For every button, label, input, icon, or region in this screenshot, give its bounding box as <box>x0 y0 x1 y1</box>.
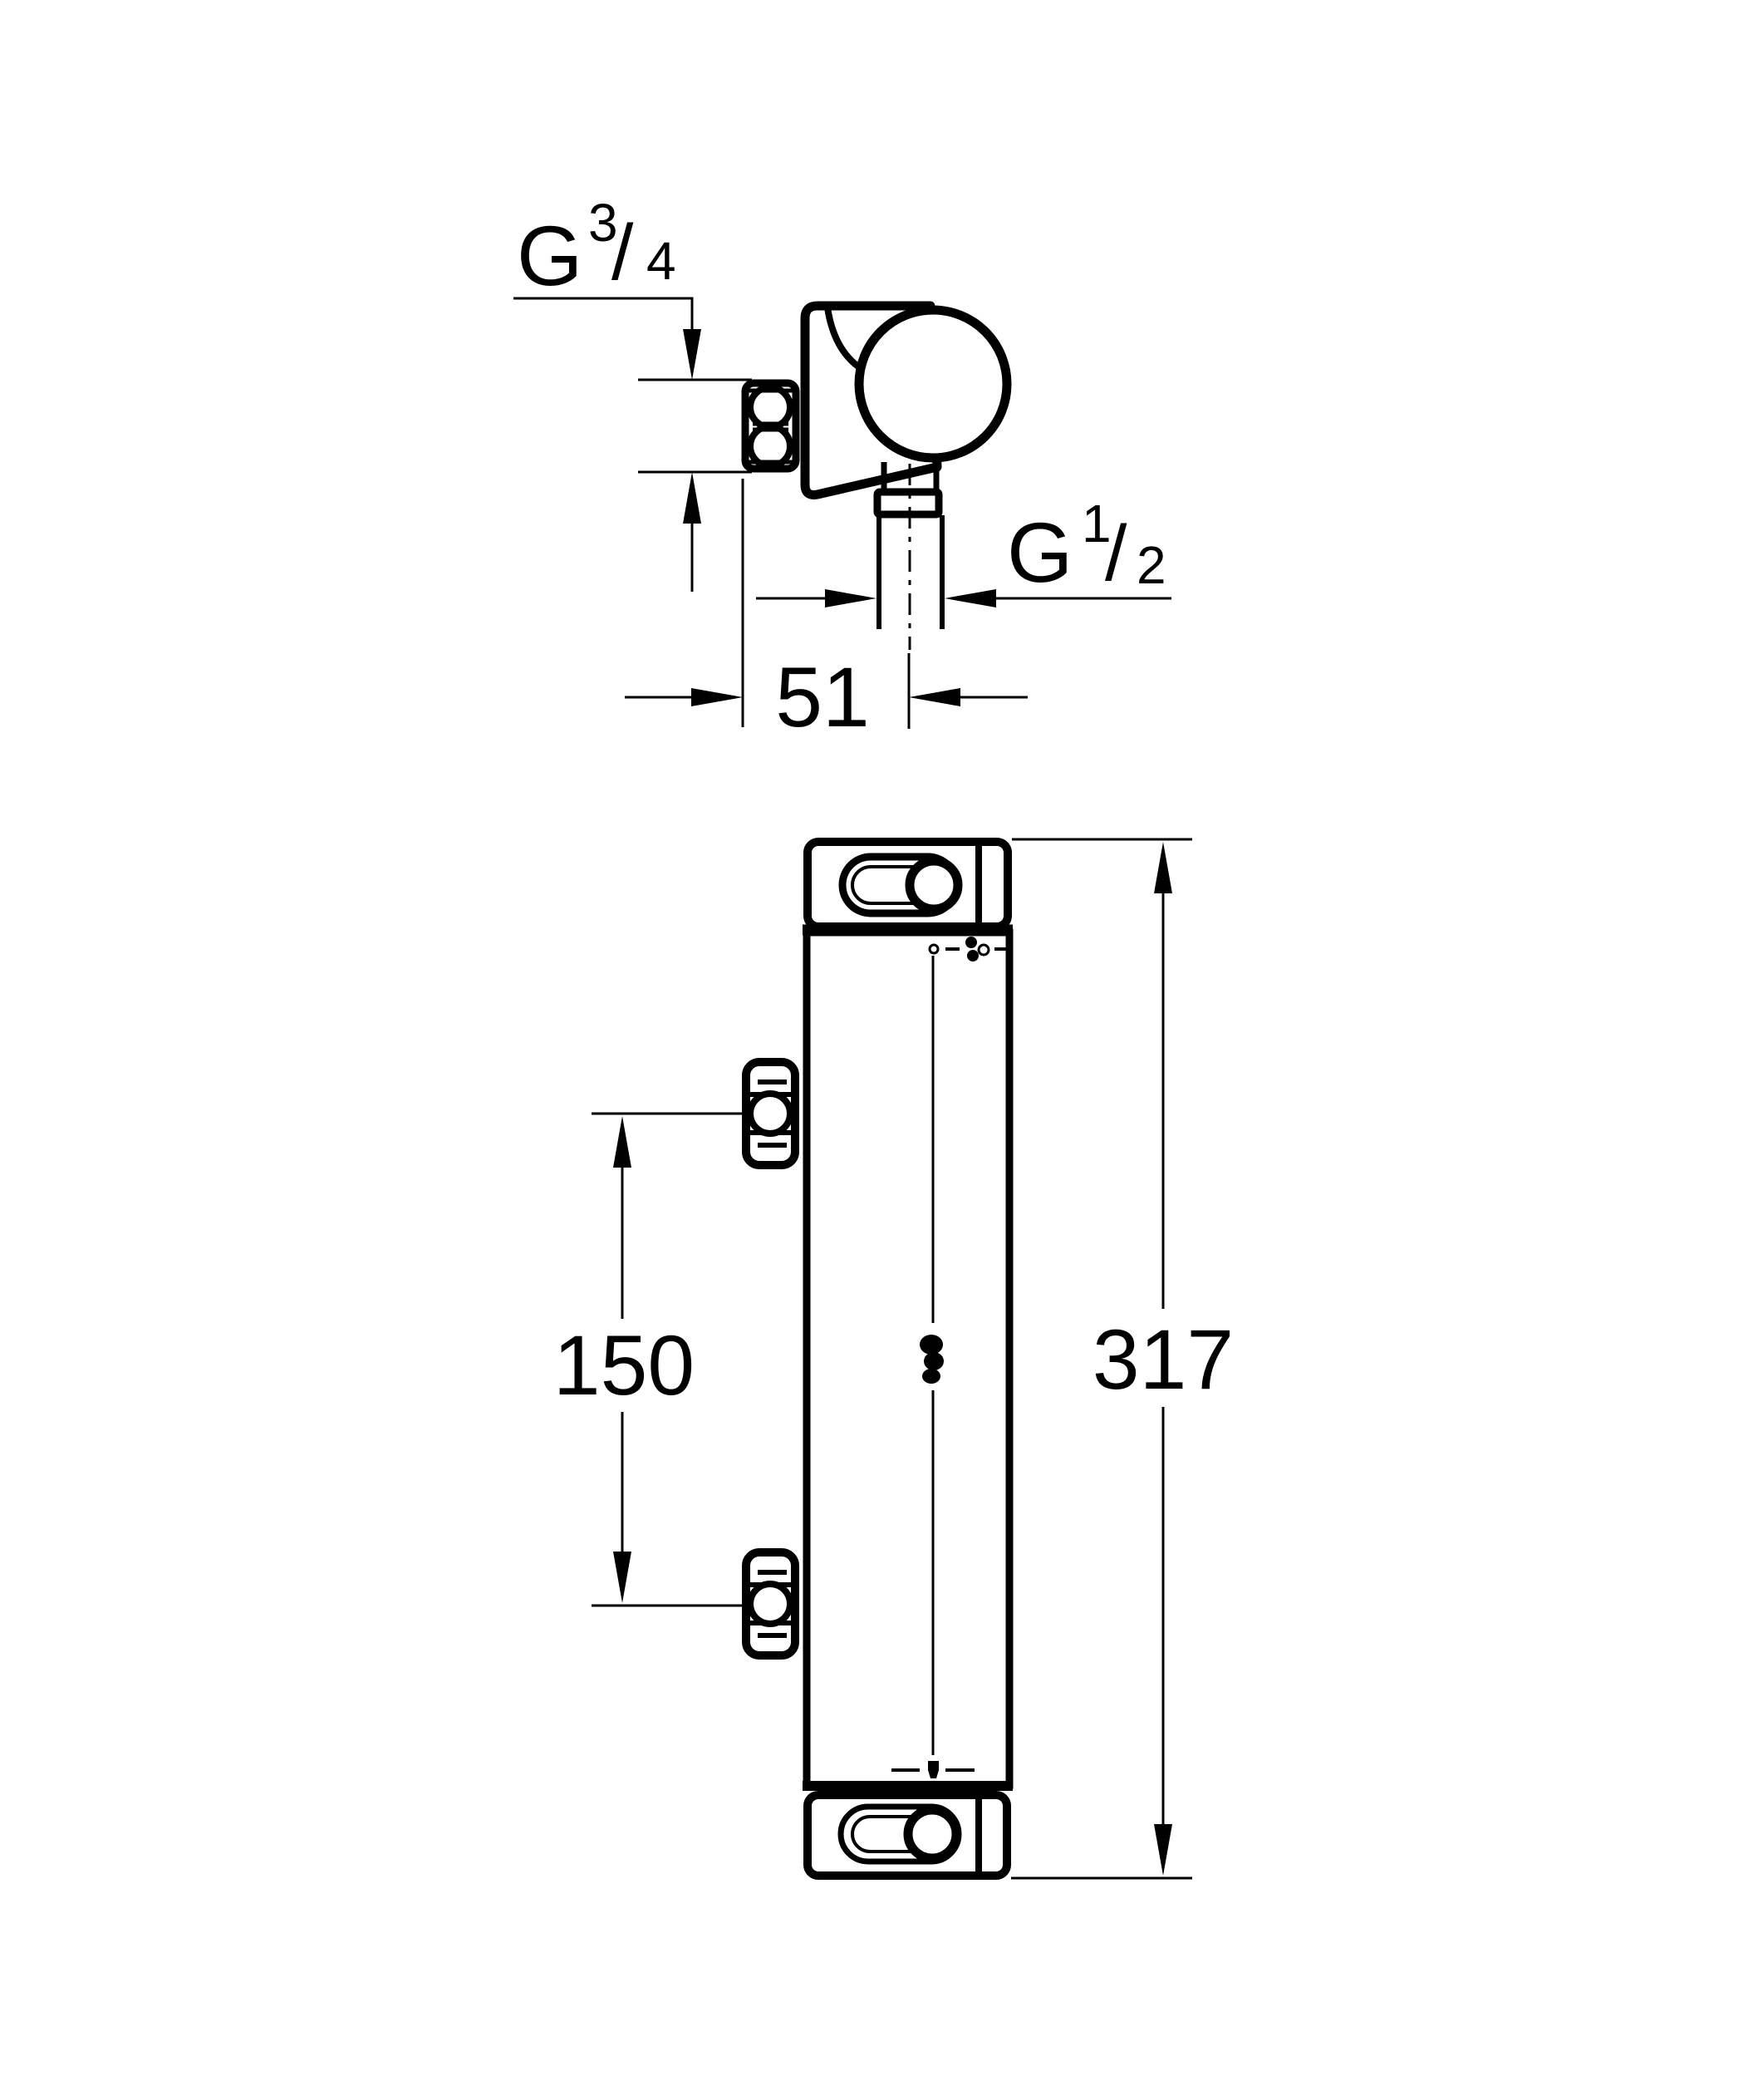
dim-317: 317 <box>1011 838 1234 1880</box>
safestop-dot-top <box>965 937 977 948</box>
body-round-face <box>854 305 1012 463</box>
g12-arrow-right <box>825 589 876 607</box>
union-nut-side <box>741 379 800 473</box>
g12-denominator: 2 <box>1137 535 1166 595</box>
g12-slash: / <box>1105 509 1127 598</box>
g34-denominator: 4 <box>646 231 676 291</box>
dim51-arrow-right <box>691 688 743 706</box>
outlet-collar <box>873 488 943 519</box>
g34-arrow-down <box>683 329 701 380</box>
dim51-value: 51 <box>775 650 869 745</box>
bottom-handle-knob <box>903 1805 961 1863</box>
g34-slash: / <box>611 209 634 297</box>
dim-g34: G 3 / 4 <box>513 193 752 592</box>
g34-numerator: 3 <box>588 193 618 253</box>
outlet-marking <box>891 1761 975 1778</box>
outlet-pipe <box>873 464 945 650</box>
g34-arrow-up <box>683 472 701 524</box>
inlet-nut-upper <box>742 1058 799 1169</box>
brand-mark-blob1 <box>920 1335 943 1355</box>
g12-numerator: 1 <box>1082 494 1112 553</box>
inlet-nut-lower <box>742 1548 799 1660</box>
valve-body-side <box>800 301 1012 499</box>
dim317-value: 317 <box>1092 1312 1234 1407</box>
dim150-arrow-up <box>613 1116 631 1168</box>
bottom-cap <box>803 1781 1013 1880</box>
control-markings <box>928 937 1007 961</box>
g34-prefix: G <box>517 209 582 303</box>
top-handle-knob <box>905 856 963 914</box>
dim-g12: G 1 / 2 <box>756 494 1171 607</box>
dim317-arrow-up <box>1154 842 1172 893</box>
outlet-pointer-icon <box>928 1761 939 1778</box>
nut-lower-barrel <box>747 1581 793 1627</box>
safestop-dot-bottom <box>967 950 979 961</box>
safestop-ring-icon <box>977 943 990 957</box>
brand-mark-blob3 <box>922 1369 940 1384</box>
top-view: G 3 / 4 G 1 / 2 <box>513 193 1171 745</box>
body-centerline <box>920 956 944 1755</box>
dim-150: 150 <box>553 1112 744 1607</box>
g12-prefix: G <box>1007 505 1073 600</box>
brand-mark <box>920 1335 944 1384</box>
top-cap <box>803 838 1013 936</box>
nut-facet-lower <box>747 423 793 470</box>
dim150-arrow-down <box>613 1552 631 1603</box>
dim51-arrow-left <box>909 688 960 706</box>
g12-arrow-left <box>945 589 996 607</box>
body-front <box>803 928 1014 1789</box>
front-view: 150 317 <box>553 838 1234 1880</box>
dim-51: 51 <box>625 479 1028 745</box>
dim317-arrow-down <box>1154 1824 1172 1876</box>
g34-leader-line <box>513 297 694 332</box>
brand-mark-blob2 <box>924 1352 944 1370</box>
dim150-value: 150 <box>553 1318 695 1413</box>
nut-upper-barrel <box>747 1090 793 1137</box>
marking-dot-icon <box>928 943 940 955</box>
